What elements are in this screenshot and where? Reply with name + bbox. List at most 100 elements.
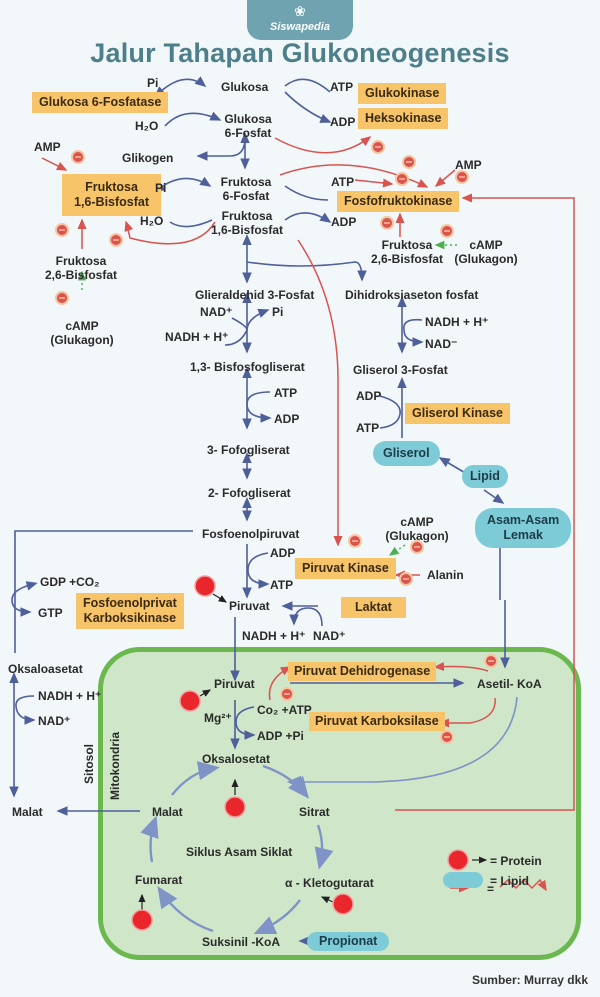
nad-oaa: NAD⁺ [38, 714, 71, 728]
h2o-label-2: H₂O [140, 214, 164, 228]
lipid-node-propionat: Propionat [307, 932, 390, 951]
adp-label-2: ADP [331, 215, 357, 229]
enzyme-f16bpase-line1: Fruktosa [85, 180, 138, 194]
glukosa-6-fosfat-line2: 6-Fosfat [224, 126, 272, 140]
oksaloasetat-cytosol: Oksaloasetat [8, 662, 83, 676]
f26bp-left-line2: 2,6-Bisfosfat [44, 268, 118, 282]
nadh-laktat: NADH + H⁺ [242, 629, 306, 643]
f26bp-left-line1: Fruktosa [55, 254, 107, 268]
legend-protein: = Protein [490, 854, 542, 868]
glukosa: Glukosa [221, 80, 269, 94]
pepck-line1: Fosfoenolprivat [83, 596, 177, 610]
enzyme-piruvat-karboksilase: Piruvat Karboksilase [309, 712, 445, 731]
enzyme-laktat: Laktat [341, 597, 406, 618]
camp-pk-line1: cAMP [400, 515, 434, 529]
enzyme-fosfofruktokinase: Fosfofruktokinase [337, 191, 460, 212]
adp-label: ADP [330, 115, 356, 129]
grape-leaf-icon: ❀ [294, 3, 306, 19]
gliseraldehid-3-fosfat: Glieraldehid 3-Fosfat [195, 288, 315, 302]
suksinil-koa: Suksinil -KoA [202, 935, 281, 949]
dihidroksiaseton-fosfat: Dihidroksiaseton fosfat [345, 288, 479, 302]
gtp: GTP [38, 606, 63, 620]
lipid-node-lipid: Lipid [462, 465, 508, 488]
adp-glycerol: ADP [356, 389, 382, 403]
f26bp-right-line1: Fruktosa [381, 238, 433, 252]
atp-glycerol: ATP [356, 421, 380, 435]
enzyme-glukosa-6-fosfatase: Glukosa 6-Fosfatase [32, 92, 169, 113]
enzyme-gliserol-kinase: Gliserol Kinase [405, 403, 511, 424]
source-credit: Sumber: Murray dkk [471, 973, 588, 987]
fruktosa-16-bisfosfat: Fruktosa 1,6-Bisfosfat [208, 209, 286, 237]
lipid-node-asam-lemak: Asam-Asam Lemak [475, 508, 572, 548]
pi-g3p: Pi [272, 305, 284, 319]
glukosa-6-fosfat-line1: Glukosa [224, 112, 272, 126]
3-fosfogliserat: 3- Fofogliserat [207, 443, 290, 457]
camp-pk-line2: (Glukagon) [385, 529, 449, 543]
legend-regulation: = [487, 882, 495, 896]
nad-g3p: NAD⁺ [200, 305, 233, 319]
f16bp-line2: 1,6-Bisfosfat [210, 223, 284, 237]
gliserol-3-fosfat: Gliserol 3-Fosfat [353, 363, 448, 377]
f6p-line2: 6-Fosfat [222, 189, 270, 203]
brand-name: Siswapedia [270, 21, 330, 33]
regulation-badges [55, 140, 498, 744]
atp-label: ATP [330, 80, 354, 94]
legend-lipid: = Lipid [490, 874, 529, 888]
fumarat: Fumarat [135, 873, 183, 887]
protein-circles [131, 575, 469, 931]
amp-right: AMP [455, 158, 482, 172]
adp-pi: ADP +Pi [257, 729, 304, 743]
camp-glukagon-left: cAMP (Glukagon) [48, 319, 116, 347]
h2o-label: H₂O [135, 119, 159, 133]
gdp-co2: GDP +CO₂ [40, 575, 100, 589]
glikogen-arrow [196, 137, 246, 161]
amp-left: AMP [34, 140, 61, 154]
page-title: Jalur Tahapan Glukoneogenesis [90, 38, 510, 68]
fruktosa-26-bisfosfat-left: Fruktosa 2,6-Bisfosfat [37, 254, 125, 282]
enzyme-pepck: Fosfoenolprivat Karboksikinase [76, 593, 184, 629]
camp-glukagon-pk: cAMP (Glukagon) [383, 515, 451, 543]
enzyme-glukokinase: Glukokinase [358, 83, 447, 104]
nadh-dhap: NADH + H⁺ [425, 315, 489, 329]
siklus-asam-siklat: Siklus Asam Siklat [186, 845, 293, 859]
camp-left-line1: cAMP [65, 319, 99, 333]
malat-mito: Malat [152, 805, 183, 819]
camp-glukagon-right: cAMP (Glukagon) [452, 238, 520, 266]
glikogen: Glikogen [122, 151, 174, 165]
lipid-node-gliserol: Gliserol [373, 441, 440, 466]
adp-bpg: ADP [274, 412, 300, 426]
sitrat: Sitrat [299, 805, 330, 819]
enzyme-piruvat-kinase: Piruvat Kinase [295, 558, 396, 579]
nadh-g3p: NADH + H⁺ [165, 330, 229, 344]
camp-right-line2: (Glukagon) [454, 252, 518, 266]
f16bp-line1: Fruktosa [221, 209, 273, 223]
adp-pep: ADP [270, 546, 296, 560]
oksalosetat-mito: Oksalosetat [202, 752, 271, 766]
camp-left-line2: (Glukagon) [50, 333, 114, 347]
alanin: Alanin [427, 568, 464, 582]
pepck-line2: Karboksikinase [83, 611, 177, 625]
atp-label-2: ATP [331, 175, 355, 189]
piruvat-mito: Piruvat [214, 677, 255, 691]
fosfoenolpiruvat: Fosfoenolpiruvat [202, 527, 300, 541]
co2-atp: Co₂ +ATP [257, 703, 312, 717]
enzyme-fruktosa-16-bisfosfatase: Fruktosa 1,6-Bisfosfat [62, 174, 162, 216]
2-fosfogliserat: 2- Fofogliserat [208, 486, 291, 500]
fruktosa-26-bisfosfat-right: Fruktosa 2,6-Bisfosfat [363, 238, 451, 266]
alfa-ketoglutarat: α - Kletogutarat [285, 876, 374, 890]
mitokondria-label: Mitokondria [108, 732, 122, 800]
glukosa-6-fosfat: Glukosa 6-Fosfat [218, 112, 278, 140]
pi-label: Pi [147, 76, 159, 90]
f6p-line1: Fruktosa [220, 175, 272, 189]
mg-label: Mg²⁺ [204, 711, 232, 725]
nad-laktat: NAD⁺ [313, 629, 346, 643]
13-bisfosfogliserat: 1,3- Bisfosfogliserat [190, 360, 305, 374]
fruktosa-6-fosfat: Fruktosa 6-Fosfat [212, 175, 280, 203]
asam-lemak-line2: Lemak [503, 528, 543, 542]
atp-bpg: ATP [274, 386, 298, 400]
camp-right-line1: cAMP [469, 238, 503, 252]
asam-lemak-line1: Asam-Asam [487, 513, 560, 527]
sitosol-label: Sitosol [82, 743, 96, 784]
enzyme-f16bpase-line2: 1,6-Bisfosfat [74, 195, 150, 209]
